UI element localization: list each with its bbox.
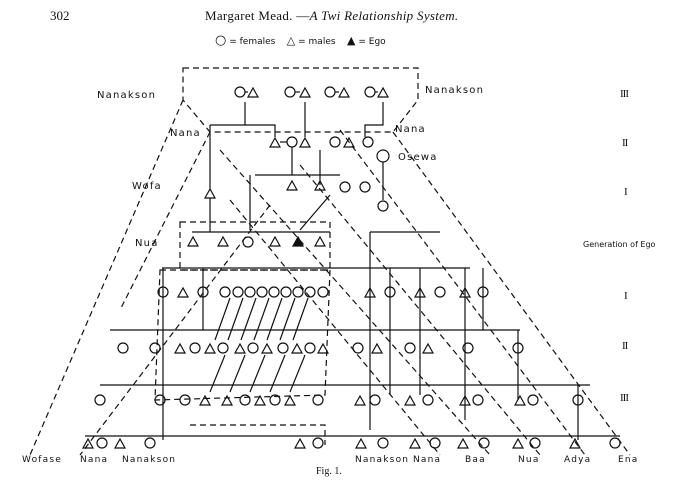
bottom-label-ena: Ena xyxy=(618,455,639,465)
gen-label-1-down: I xyxy=(624,290,628,302)
gen-label-1-up: I xyxy=(624,186,628,198)
key-males: = males xyxy=(298,37,336,47)
label-wofa: Wofa xyxy=(132,181,162,192)
male-symbol: △ xyxy=(286,34,296,47)
female-symbol: ○ xyxy=(215,33,227,48)
dashed-line-left-2 xyxy=(79,204,271,456)
dashed-line-right-1 xyxy=(392,131,631,456)
lower-dashed-box xyxy=(154,269,331,401)
page-number: 302 xyxy=(50,8,70,23)
bottom-label-nanakson-1: Nanakson xyxy=(122,455,177,465)
label-nanakson-left: Nanakson xyxy=(97,90,157,101)
label-nana-right: Nana xyxy=(395,124,426,135)
dashed-line-right-5 xyxy=(229,199,441,456)
figure-caption: Fig. 1. xyxy=(316,466,342,477)
gen-3-row xyxy=(94,384,590,406)
label-nana-left: Nana xyxy=(170,128,201,139)
label-nua: Nua xyxy=(135,238,159,249)
bottom-label-wofase: Wofase xyxy=(22,455,62,465)
header-title: A Twi Relationship System. xyxy=(309,8,459,23)
bottom-label-adya: Adya xyxy=(564,455,592,465)
bottom-label-nana-2: Nana xyxy=(413,455,442,465)
key-ego: = Ego xyxy=(358,37,386,47)
bottom-label-nua: Nua xyxy=(518,455,540,465)
label-nanakson-right: Nanakson xyxy=(425,85,485,96)
symbol-key: ○ = females △ = males ▲ = Ego xyxy=(215,33,386,48)
gen-label-3-up: III xyxy=(620,88,629,100)
bottom-label-nana-1: Nana xyxy=(80,455,109,465)
gen-label-3-down: III xyxy=(620,392,629,404)
bottom-row xyxy=(81,435,621,449)
bottom-label-nanakson-2: Nanakson xyxy=(355,455,410,465)
running-header: Margaret Mead. —A Twi Relationship Syste… xyxy=(205,8,458,24)
ego-gen-dashed-box xyxy=(179,221,331,271)
gen-label-2-up: II xyxy=(622,137,628,149)
gen-2-row xyxy=(110,329,524,354)
header-author: Margaret Mead. xyxy=(205,8,293,23)
gen-label-ego: Generation of Ego xyxy=(583,240,656,249)
key-females: = females xyxy=(229,37,276,47)
dashed-line-left-outer xyxy=(29,99,184,456)
ego-symbol: ▲ xyxy=(347,34,356,47)
dashed-line-right-3 xyxy=(299,164,541,456)
dashed-line-left-inner xyxy=(119,131,211,311)
label-osewa: Osewa xyxy=(398,152,438,163)
gen-1-row xyxy=(157,267,489,298)
bottom-dashed-bracket xyxy=(190,424,326,445)
gen-label-2-down: II xyxy=(622,340,628,352)
header-dash: — xyxy=(296,8,310,23)
dashed-line-right-4 xyxy=(219,149,491,456)
bottom-label-baa: Baa xyxy=(465,455,486,465)
